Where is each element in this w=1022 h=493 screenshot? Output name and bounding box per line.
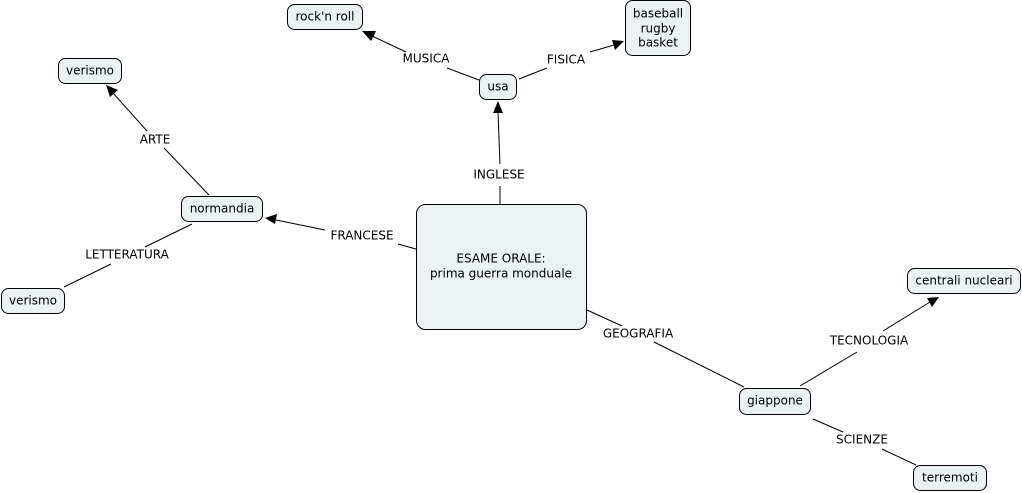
concept-node-giappone[interactable]: giappone: [739, 388, 811, 415]
node-text-sports-line1: baseball: [633, 7, 683, 21]
concept-node-terremoti[interactable]: terremoti: [913, 465, 987, 491]
link-label-geografia: GEOGRAFIA: [603, 327, 674, 341]
link-label-scienze: SCIENZE: [836, 433, 888, 447]
node-text-terremoti: terremoti: [922, 471, 978, 485]
node-text-sports-line2: rugby: [641, 22, 676, 36]
edge-geografia-lower: [653, 341, 745, 388]
concept-node-sports[interactable]: baseball rugby basket: [625, 0, 691, 56]
node-text-normandia: normandia: [190, 202, 255, 216]
edge-fisica-lower: [518, 67, 548, 80]
concept-node-center[interactable]: ESAME ORALE: prima guerra monduale: [416, 204, 587, 330]
link-label-inglese: INGLESE: [473, 168, 524, 182]
node-text-verismo-top: verismo: [66, 64, 114, 78]
arrowhead-fisica: [612, 40, 624, 50]
concept-node-usa[interactable]: usa: [479, 74, 517, 100]
edge-scienze-lower: [881, 448, 917, 466]
node-text-rocknroll: rock'n roll: [296, 10, 355, 24]
edge-musica-lower: [446, 67, 480, 81]
edge-francese-upper: [275, 219, 326, 231]
node-text-sports-line3: basket: [638, 36, 678, 50]
concept-node-verismo-top[interactable]: verismo: [58, 58, 122, 84]
concept-node-rocknroll[interactable]: rock'n roll: [287, 4, 363, 30]
node-text-usa: usa: [487, 80, 508, 94]
edge-letteratura-upper: [144, 223, 193, 248]
arrowhead-francese: [265, 214, 277, 224]
concept-node-centrali[interactable]: centrali nucleari: [907, 268, 1021, 294]
arrowhead-inglese: [493, 101, 503, 113]
node-text-verismo-bottom: verismo: [9, 294, 57, 308]
edge-francese-lower: [397, 243, 417, 250]
link-label-fisica: FISICA: [547, 53, 586, 67]
edge-letteratura-lower: [63, 263, 112, 288]
concept-node-verismo-bottom[interactable]: verismo: [1, 288, 65, 314]
concept-node-normandia[interactable]: normandia: [181, 196, 263, 222]
arrowhead-arte: [106, 85, 118, 97]
link-label-arte: ARTE: [140, 133, 171, 147]
arrowhead-tecnologia: [927, 297, 939, 307]
node-text-center-line2: prima guerra monduale: [430, 267, 572, 281]
node-text-giappone: giappone: [747, 394, 803, 408]
edge-scienze-upper: [812, 418, 844, 433]
edge-arte-lower: [163, 147, 210, 196]
link-label-francese: FRANCESE: [330, 229, 393, 243]
edge-tecnologia-lower: [799, 351, 858, 387]
link-label-musica: MUSICA: [403, 52, 451, 66]
node-text-center-line1: ESAME ORALE:: [456, 252, 545, 266]
edge-fisica-upper: [589, 44, 615, 53]
arrowhead-musica: [362, 31, 376, 41]
edge-arte-upper: [112, 92, 148, 132]
node-text-centrali: centrali nucleari: [915, 274, 1012, 288]
edge-musica-upper: [371, 35, 407, 53]
edge-geografia-upper: [586, 309, 623, 327]
link-label-tecnologia: TECNOLOGIA: [829, 334, 909, 348]
edge-inglese-upper: [497, 111, 501, 165]
edge-tecnologia-upper: [882, 301, 931, 332]
link-label-letteratura: LETTERATURA: [85, 248, 169, 262]
